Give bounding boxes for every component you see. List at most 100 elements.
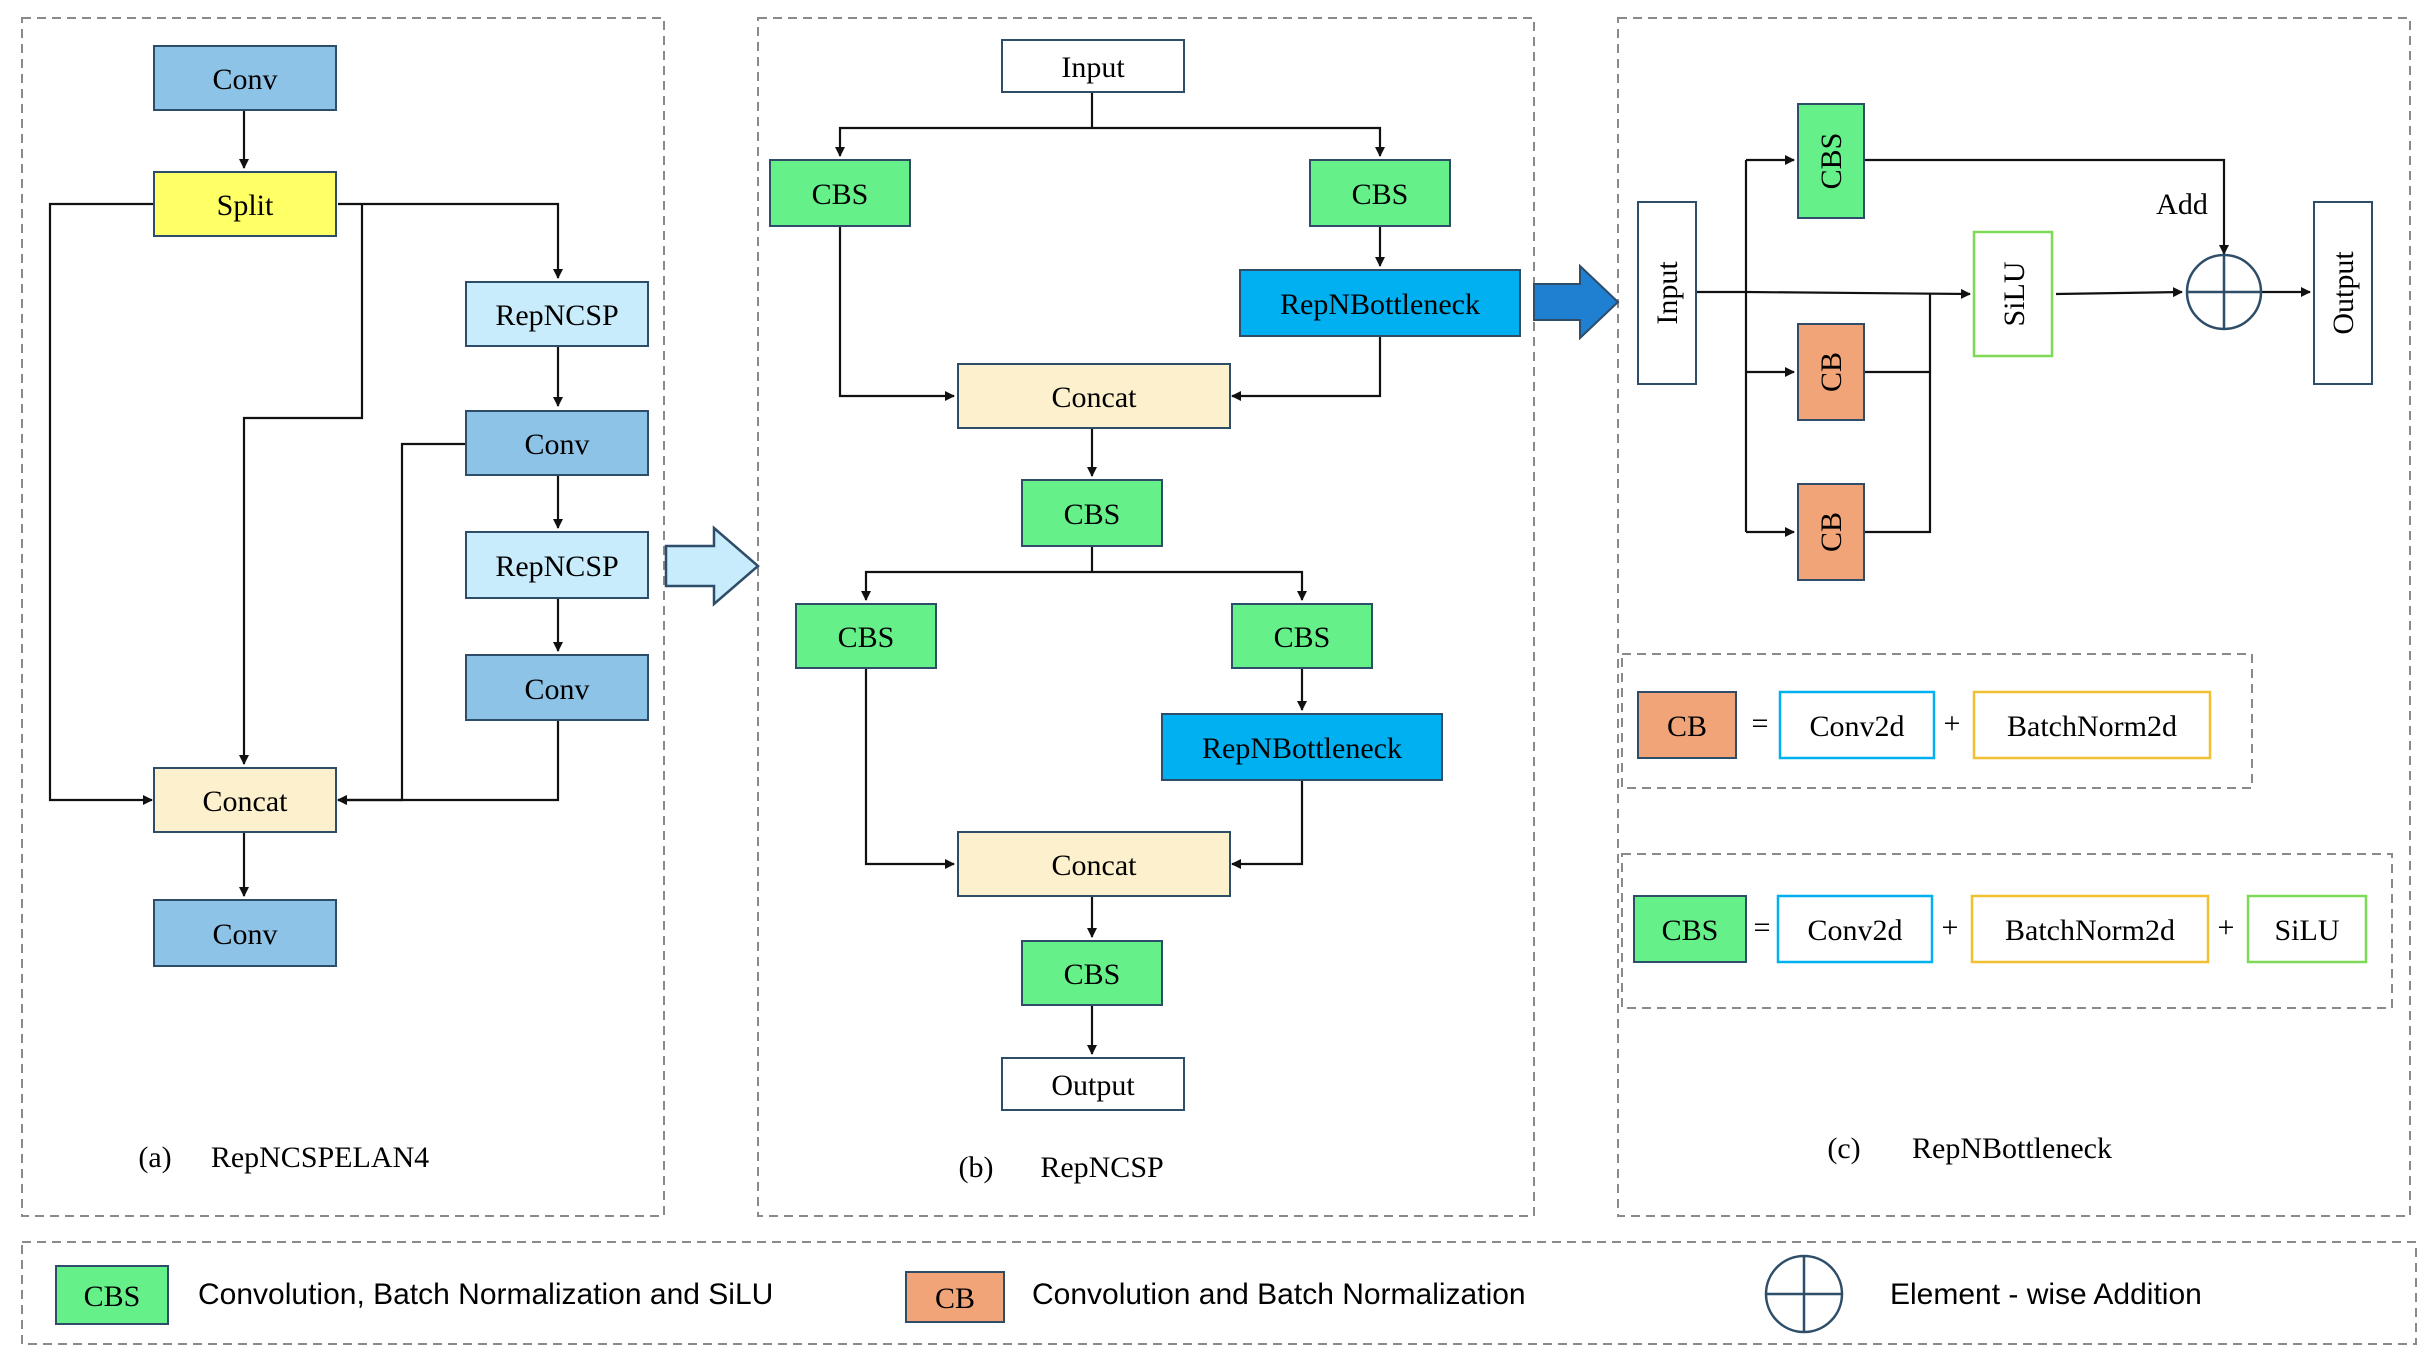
concat-label-1: Concat <box>1052 381 1138 414</box>
bottleneck-box-1 <box>1239 269 1521 337</box>
bn-add-label: Add <box>2156 188 2208 221</box>
panel-b-caption-name: RepNCSP <box>1040 1151 1163 1184</box>
panel-b-caption-letter: (b) <box>959 1151 994 1184</box>
bn-silu-label: SiLU <box>1998 261 2031 326</box>
input-label: Input <box>1061 51 1125 84</box>
legend-cbs-swatch <box>55 1265 169 1325</box>
conv-box-1 <box>465 410 649 476</box>
repncsp-box-1 <box>465 281 649 347</box>
conv-label-1: Conv <box>524 428 589 461</box>
cbs-mid-label: CBS <box>1064 498 1121 531</box>
bn-cb-label-2: CB <box>1815 512 1848 552</box>
panel-b-connectors <box>835 92 1385 1055</box>
bottleneck-label-2: RepNBottleneck <box>1202 732 1402 765</box>
bottleneck-label-1: RepNBottleneck <box>1280 288 1480 321</box>
bn-output-box <box>2313 201 2373 385</box>
panel-b-frame <box>757 17 1535 1217</box>
panel-a-connectors <box>48 110 563 897</box>
legend-cbs-swatch-label: CBS <box>84 1280 141 1313</box>
cbs-left-label-1: CBS <box>812 178 869 211</box>
legend-add-text: Element - wise Addition <box>1890 1278 2202 1311</box>
conv-label-2: Conv <box>524 673 589 706</box>
cb-def-plus: + <box>1944 707 1961 740</box>
legend-frame <box>21 1241 2417 1345</box>
concat-box <box>153 767 337 833</box>
cb-definition-frame <box>1621 653 2253 789</box>
cbs-def-plus-2: + <box>2218 911 2235 944</box>
bn-cb-box-1 <box>1797 323 1865 421</box>
cbs-def-conv2d: Conv2d <box>1807 914 1902 947</box>
concat-label: Concat <box>203 785 289 818</box>
cbs-right-box-2 <box>1231 603 1373 669</box>
concat-label-2: Concat <box>1052 849 1138 882</box>
flow-arrow-a-to-b <box>664 525 760 607</box>
legend-cb-swatch <box>905 1271 1005 1323</box>
conv-box-2 <box>465 654 649 721</box>
conv-top-box <box>153 45 337 111</box>
cb-def-batchnorm-box <box>1972 690 2212 760</box>
concat-box-2 <box>957 831 1231 897</box>
cbs-def-silu: SiLU <box>2274 914 2339 947</box>
bn-output-label: Output <box>2327 251 2360 335</box>
repncsp-box-2 <box>465 531 649 599</box>
cbs-def-batchnorm-box <box>1970 894 2210 964</box>
add-icon <box>2185 253 2263 331</box>
cbs-def-term-box <box>1633 895 1747 963</box>
split-label: Split <box>217 189 274 222</box>
bn-silu-box <box>1972 230 2054 358</box>
concat-box-1 <box>957 363 1231 429</box>
legend: CBS Convolution, Batch Normalization and… <box>55 1254 2202 1334</box>
panel-a: Conv Split RepNCSP Conv RepNCSP Conv Con… <box>48 45 649 1174</box>
conv-bottom-label: Conv <box>212 918 277 951</box>
output-label: Output <box>1051 1069 1135 1102</box>
cbs-right-box-1 <box>1309 159 1451 227</box>
cbs-right-label-1: CBS <box>1352 178 1409 211</box>
cb-def-conv2d: Conv2d <box>1809 710 1904 743</box>
panel-c-caption-name: RepNBottleneck <box>1912 1132 2112 1165</box>
conv-top-label: Conv <box>212 63 277 96</box>
cbs-mid-box <box>1021 479 1163 547</box>
panel-b: Input CBS CBS RepNBottleneck Concat CBS … <box>769 39 1521 1184</box>
legend-cbs-text: Convolution, Batch Normalization and SiL… <box>198 1278 773 1311</box>
bn-cbs-label: CBS <box>1815 133 1848 190</box>
panel-a-caption-letter: (a) <box>138 1141 171 1174</box>
cb-def-term-box <box>1637 691 1737 759</box>
bn-input-box <box>1637 201 1697 385</box>
cb-def-equals: = <box>1752 707 1769 740</box>
repncsp-label-2: RepNCSP <box>495 550 618 583</box>
cbs-left-box-1 <box>769 159 911 227</box>
cbs-def-batchnorm: BatchNorm2d <box>2005 914 2175 947</box>
panel-c-connectors <box>1696 155 2311 537</box>
panel-a-frame <box>21 17 665 1217</box>
split-box <box>153 171 337 237</box>
cbs-definition-frame <box>1621 853 2393 1009</box>
bn-cb-box-2 <box>1797 483 1865 581</box>
panel-a-caption-name: RepNCSPELAN4 <box>211 1141 429 1174</box>
repncsp-label-1: RepNCSP <box>495 299 618 332</box>
cbs-out-box <box>1021 940 1163 1006</box>
cbs-def-term: CBS <box>1662 914 1719 947</box>
bottleneck-box-2 <box>1161 713 1443 781</box>
panel-c-frame <box>1617 17 2411 1217</box>
bn-input-label: Input <box>1651 261 1684 325</box>
cbs-left-label-2: CBS <box>838 621 895 654</box>
input-box <box>1001 39 1185 93</box>
cbs-right-label-2: CBS <box>1274 621 1331 654</box>
cbs-def-silu-box <box>2246 894 2368 964</box>
panel-c-caption-letter: (c) <box>1827 1132 1860 1165</box>
legend-add-icon <box>1764 1254 1844 1334</box>
flow-arrow-b-to-c <box>1533 263 1620 341</box>
cbs-def-conv2d-box <box>1776 894 1934 964</box>
legend-cb-swatch-label: CB <box>935 1282 975 1315</box>
panel-c: Input CBS CB CB SiLU Add Output CB = Con… <box>1621 103 2393 1165</box>
cbs-out-label: CBS <box>1064 958 1121 991</box>
output-box <box>1001 1057 1185 1111</box>
cb-def-conv2d-box <box>1778 690 1936 760</box>
cb-def-batchnorm: BatchNorm2d <box>2007 710 2177 743</box>
cbs-def-plus-1: + <box>1942 911 1959 944</box>
cb-def-term: CB <box>1667 710 1707 743</box>
cbs-def-equals: = <box>1754 911 1771 944</box>
legend-cb-text: Convolution and Batch Normalization <box>1032 1278 1526 1311</box>
